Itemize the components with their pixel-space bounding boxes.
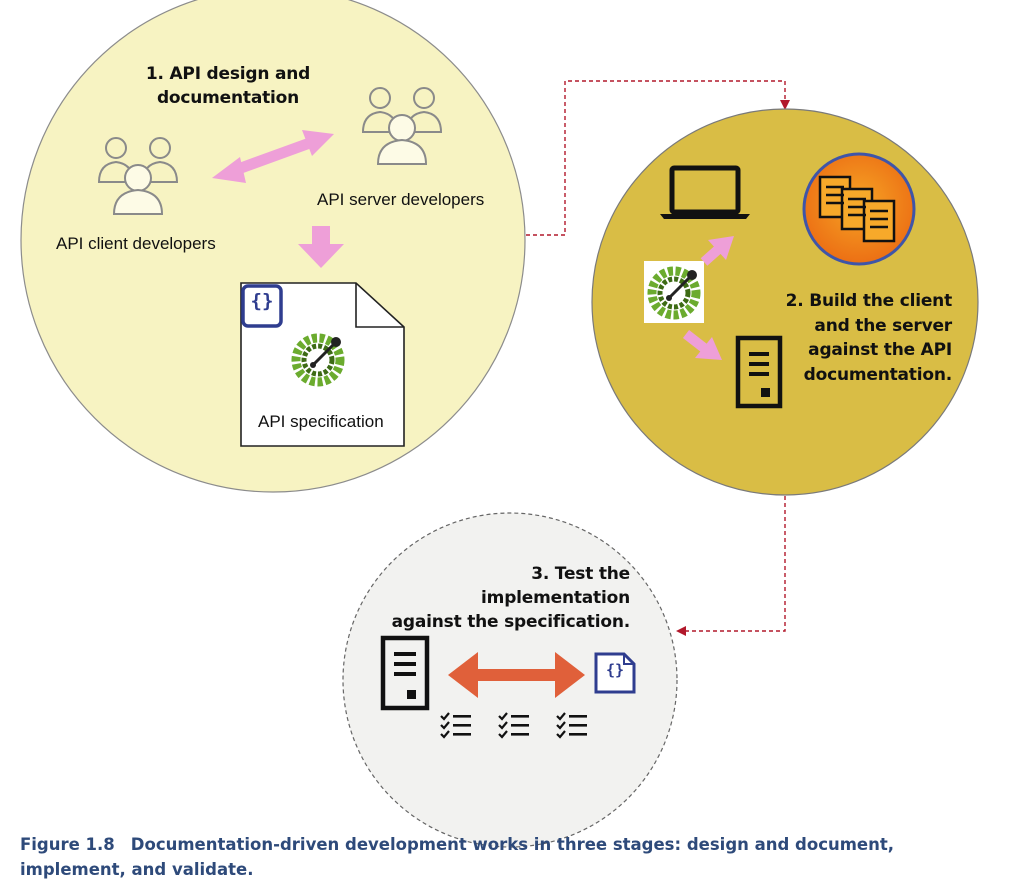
document-icon	[380, 635, 430, 711]
arrow-down-right-icon	[682, 330, 722, 360]
spec-file-icon	[240, 282, 405, 447]
flow-arrow-2-to-3	[676, 496, 786, 636]
spec-file-icon	[594, 652, 636, 694]
server-rack-icon	[818, 175, 896, 243]
stage3-title: 3. Test the implementation against the s…	[378, 562, 631, 634]
arrow-up-right-icon	[700, 236, 734, 266]
stage2-title-line3: against the API	[808, 340, 952, 360]
client-developers-label: API client developers	[56, 234, 216, 253]
stage2-title: 2. Build the client and the server again…	[782, 289, 953, 387]
stage2-title-line2: and the server	[814, 315, 952, 336]
stage1-title-line1: 1. API design and	[145, 64, 311, 84]
stage3-title-line1: 3. Test the implementation	[481, 564, 630, 608]
spec-badge-text: {}	[605, 661, 625, 679]
laptop-icon	[660, 165, 750, 219]
stage1-title: 1. API design and documentation	[138, 62, 318, 110]
document-icon	[735, 335, 783, 409]
double-arrow-icon	[448, 652, 585, 698]
double-arrow-icon	[212, 130, 334, 183]
api-spec-label: API specification	[258, 412, 384, 431]
stage1-title-line2: documentation	[156, 88, 300, 108]
spec-badge-text: {}	[250, 290, 274, 312]
stage3-title-line2: against the specification.	[391, 612, 631, 632]
server-developers-label: API server developers	[317, 190, 485, 209]
flow-arrow-1-to-2	[526, 80, 790, 236]
down-arrow-icon	[298, 226, 344, 268]
figure-number: Figure 1.8	[20, 835, 115, 854]
stage2-title-line4: documentation.	[803, 364, 953, 385]
figure-caption-text: Documentation-driven development works i…	[20, 835, 895, 879]
stage2-title-line1: 2. Build the client	[785, 291, 953, 311]
